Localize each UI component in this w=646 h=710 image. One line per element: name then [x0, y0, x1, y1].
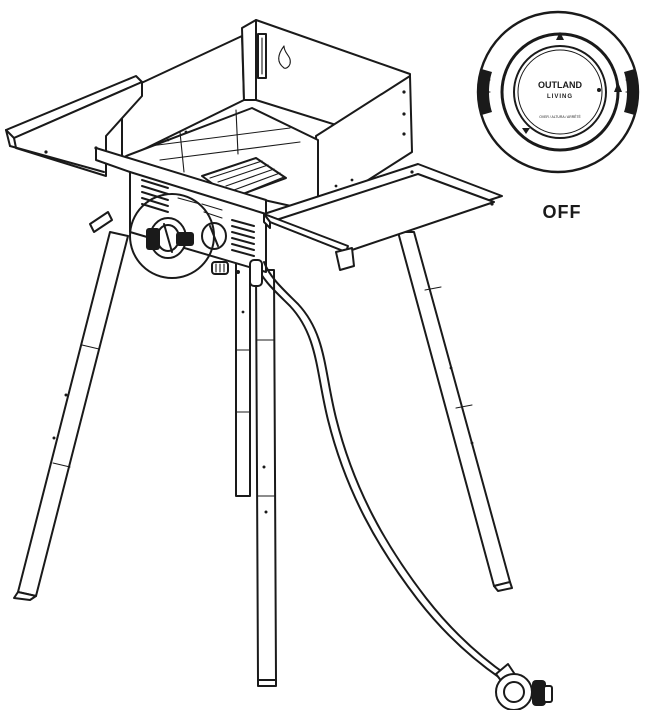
right-side-shelf	[263, 163, 503, 271]
knob-brand-sub-text: LIVING	[547, 94, 573, 100]
knob-detail-zoom: s de réglage air-combus OUTLAND LIVING O…	[476, 10, 640, 174]
gas-regulator[interactable]	[495, 663, 553, 710]
left-front-leg	[13, 231, 129, 601]
left-side-shelf	[5, 75, 143, 177]
back-center-leg	[235, 261, 251, 497]
flame-icon	[278, 45, 291, 69]
windscreen	[121, 19, 413, 213]
vent-slots-left	[141, 179, 169, 213]
front-center-leg	[255, 269, 277, 687]
knob-small-text: OVER / ALTURA / ARRÊTÉ	[539, 114, 581, 119]
knob-brand-text: OUTLAND	[538, 80, 582, 90]
right-back-leg	[397, 231, 513, 592]
gas-hose	[249, 259, 509, 679]
pointer-dot	[597, 88, 601, 92]
knob-zoom-callout	[129, 193, 215, 279]
state-label-off: OFF	[543, 202, 582, 222]
vent-slots-right	[231, 219, 255, 257]
